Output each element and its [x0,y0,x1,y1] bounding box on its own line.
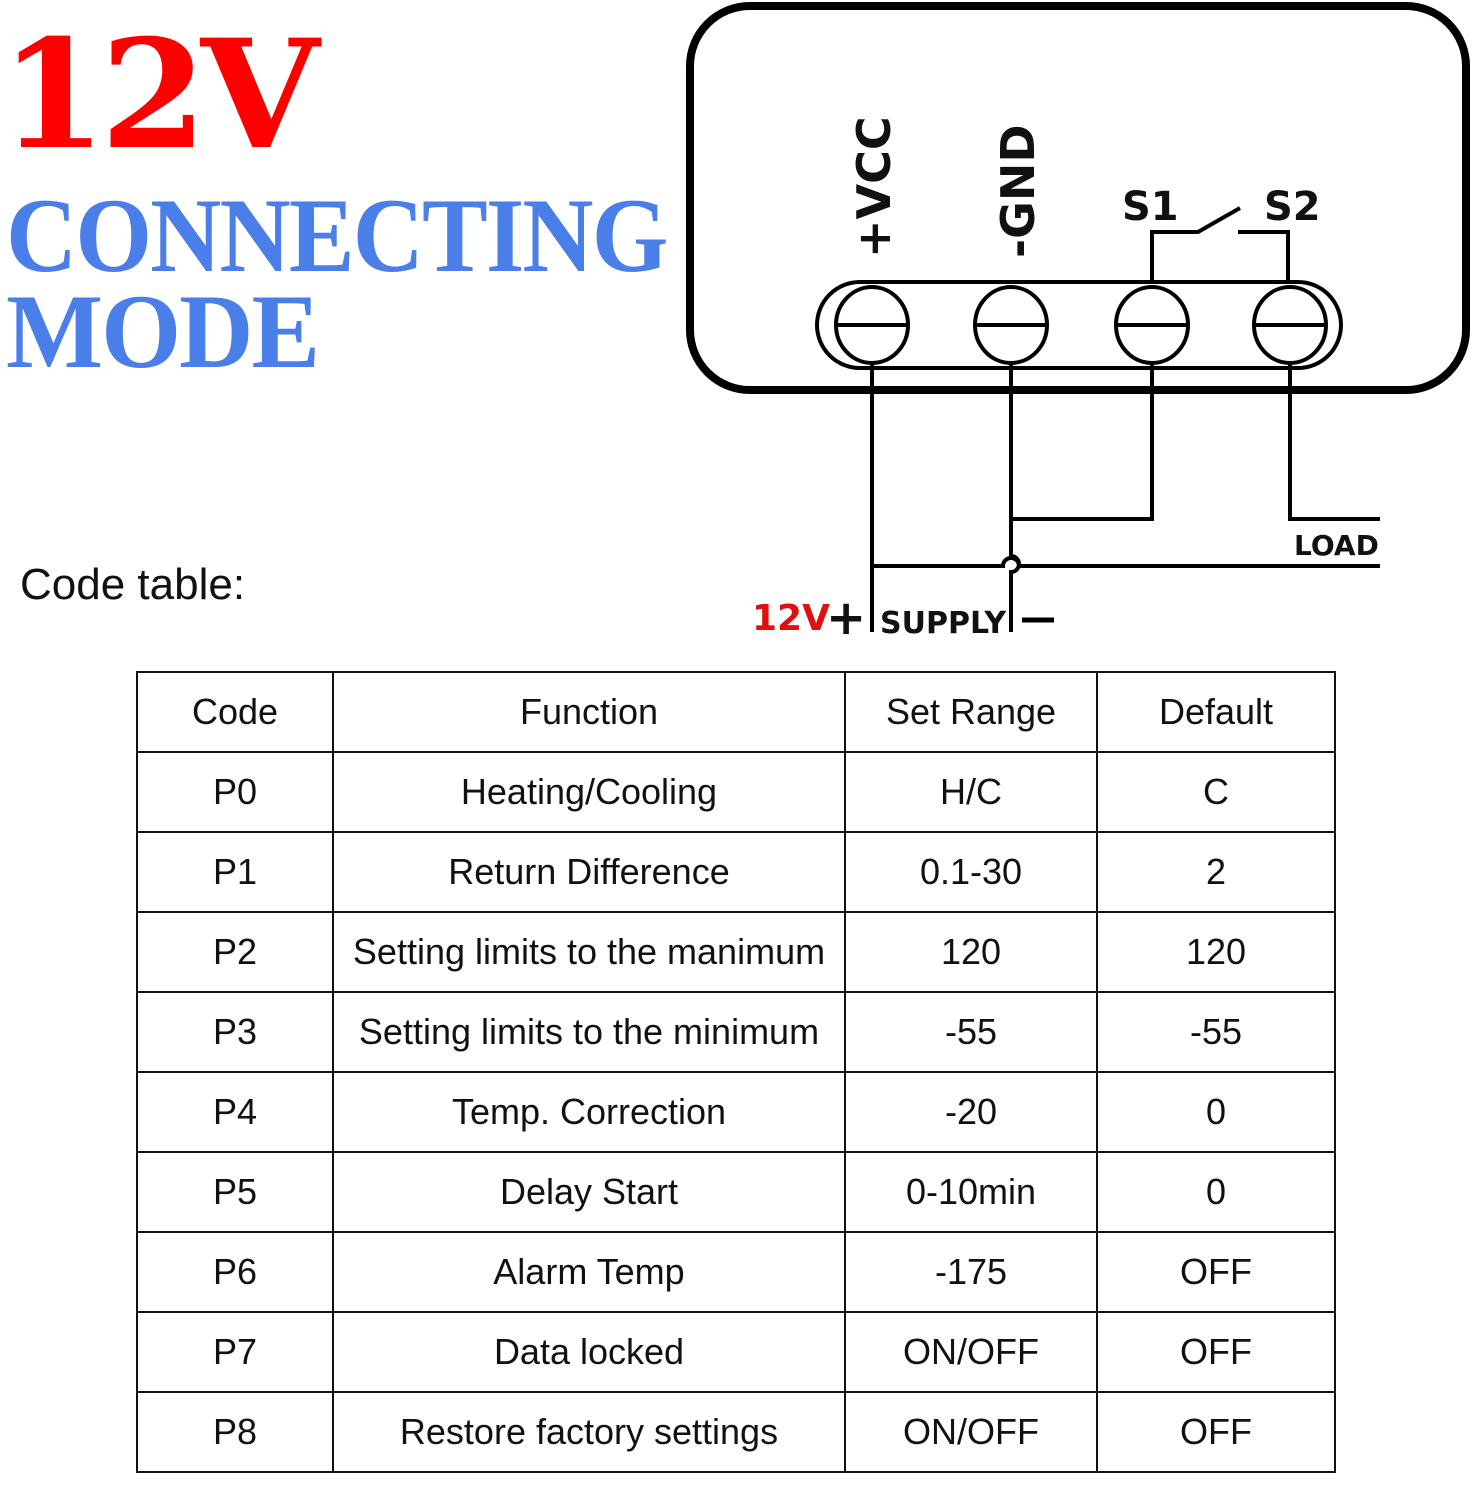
cell-code: P2 [136,911,334,993]
cell-code: P0 [136,751,334,833]
cell-code: P4 [136,1071,334,1153]
terminal-label-s1: S1 [1122,184,1179,230]
switch-contact-s1 [1150,206,1241,282]
header-code: Code [136,671,334,753]
cell-set-range: ON/OFF [844,1391,1098,1473]
supply-label: SUPPLY [880,606,1007,641]
cell-function: Delay Start [332,1151,846,1233]
table-header-row: Code Function Set Range Default [136,671,1336,753]
cell-set-range: -175 [844,1231,1098,1313]
cell-set-range: 0.1-30 [844,831,1098,913]
title-mode: MODE [6,273,320,390]
header-default: Default [1096,671,1336,753]
cell-default: 0 [1096,1071,1336,1153]
cell-default: OFF [1096,1391,1336,1473]
wire-supply-to-load [872,556,1380,568]
supply-plus-sign: + [826,590,866,646]
title-connecting: CONNECTING [6,177,668,294]
cell-function: Setting limits to the minimum [332,991,846,1073]
cell-default: -55 [1096,991,1336,1073]
wire-s1 [1011,363,1154,521]
terminal-block [815,280,1343,370]
cell-code: P5 [136,1151,334,1233]
supply-voltage-label: 12V [752,598,830,639]
cell-function: Heating/Cooling [332,751,846,833]
cell-function: Setting limits to the manimum [332,911,846,993]
terminal-screw-s1 [1114,285,1190,365]
cell-function: Restore factory settings [332,1391,846,1473]
cell-default: 120 [1096,911,1336,993]
cell-set-range: ON/OFF [844,1311,1098,1393]
wiring-diagram: +VCC -GND S1 S2 LOAD 12V + SUPPLY [686,2,1470,646]
terminal-screw-s2 [1252,285,1328,365]
cell-function: Alarm Temp [332,1231,846,1313]
cell-function: Return Difference [332,831,846,913]
wire-s2-load [1288,363,1380,521]
cell-set-range: -20 [844,1071,1098,1153]
terminal-screw-vcc [834,285,910,365]
switch-contact-s2 [1238,230,1290,282]
cell-set-range: H/C [844,751,1098,833]
cell-default: 2 [1096,831,1336,913]
header-function: Function [332,671,846,753]
cell-set-range: 0-10min [844,1151,1098,1233]
cell-function: Data locked [332,1311,846,1393]
cell-default: OFF [1096,1311,1336,1393]
terminal-label-gnd: -GND [991,124,1045,258]
cell-set-range: -55 [844,991,1098,1073]
code-table-label: Code table: [20,560,246,609]
cell-function: Temp. Correction [332,1071,846,1153]
header-set-range: Set Range [844,671,1098,753]
cell-set-range: 120 [844,911,1098,993]
cell-default: OFF [1096,1231,1336,1313]
terminal-screw-gnd [973,285,1049,365]
cell-code: P8 [136,1391,334,1473]
load-label: LOAD [1294,529,1379,562]
cell-code: P6 [136,1231,334,1313]
controller-housing [686,2,1470,394]
cell-code: P7 [136,1311,334,1393]
wire-gnd-crossing [1009,363,1021,632]
voltage-title: 12V [0,7,319,183]
cell-code: P1 [136,831,334,913]
cell-code: P3 [136,991,334,1073]
cell-default: 0 [1096,1151,1336,1233]
terminal-label-vcc: +VCC [847,116,901,258]
terminal-label-s2: S2 [1264,184,1321,230]
cell-default: C [1096,751,1336,833]
